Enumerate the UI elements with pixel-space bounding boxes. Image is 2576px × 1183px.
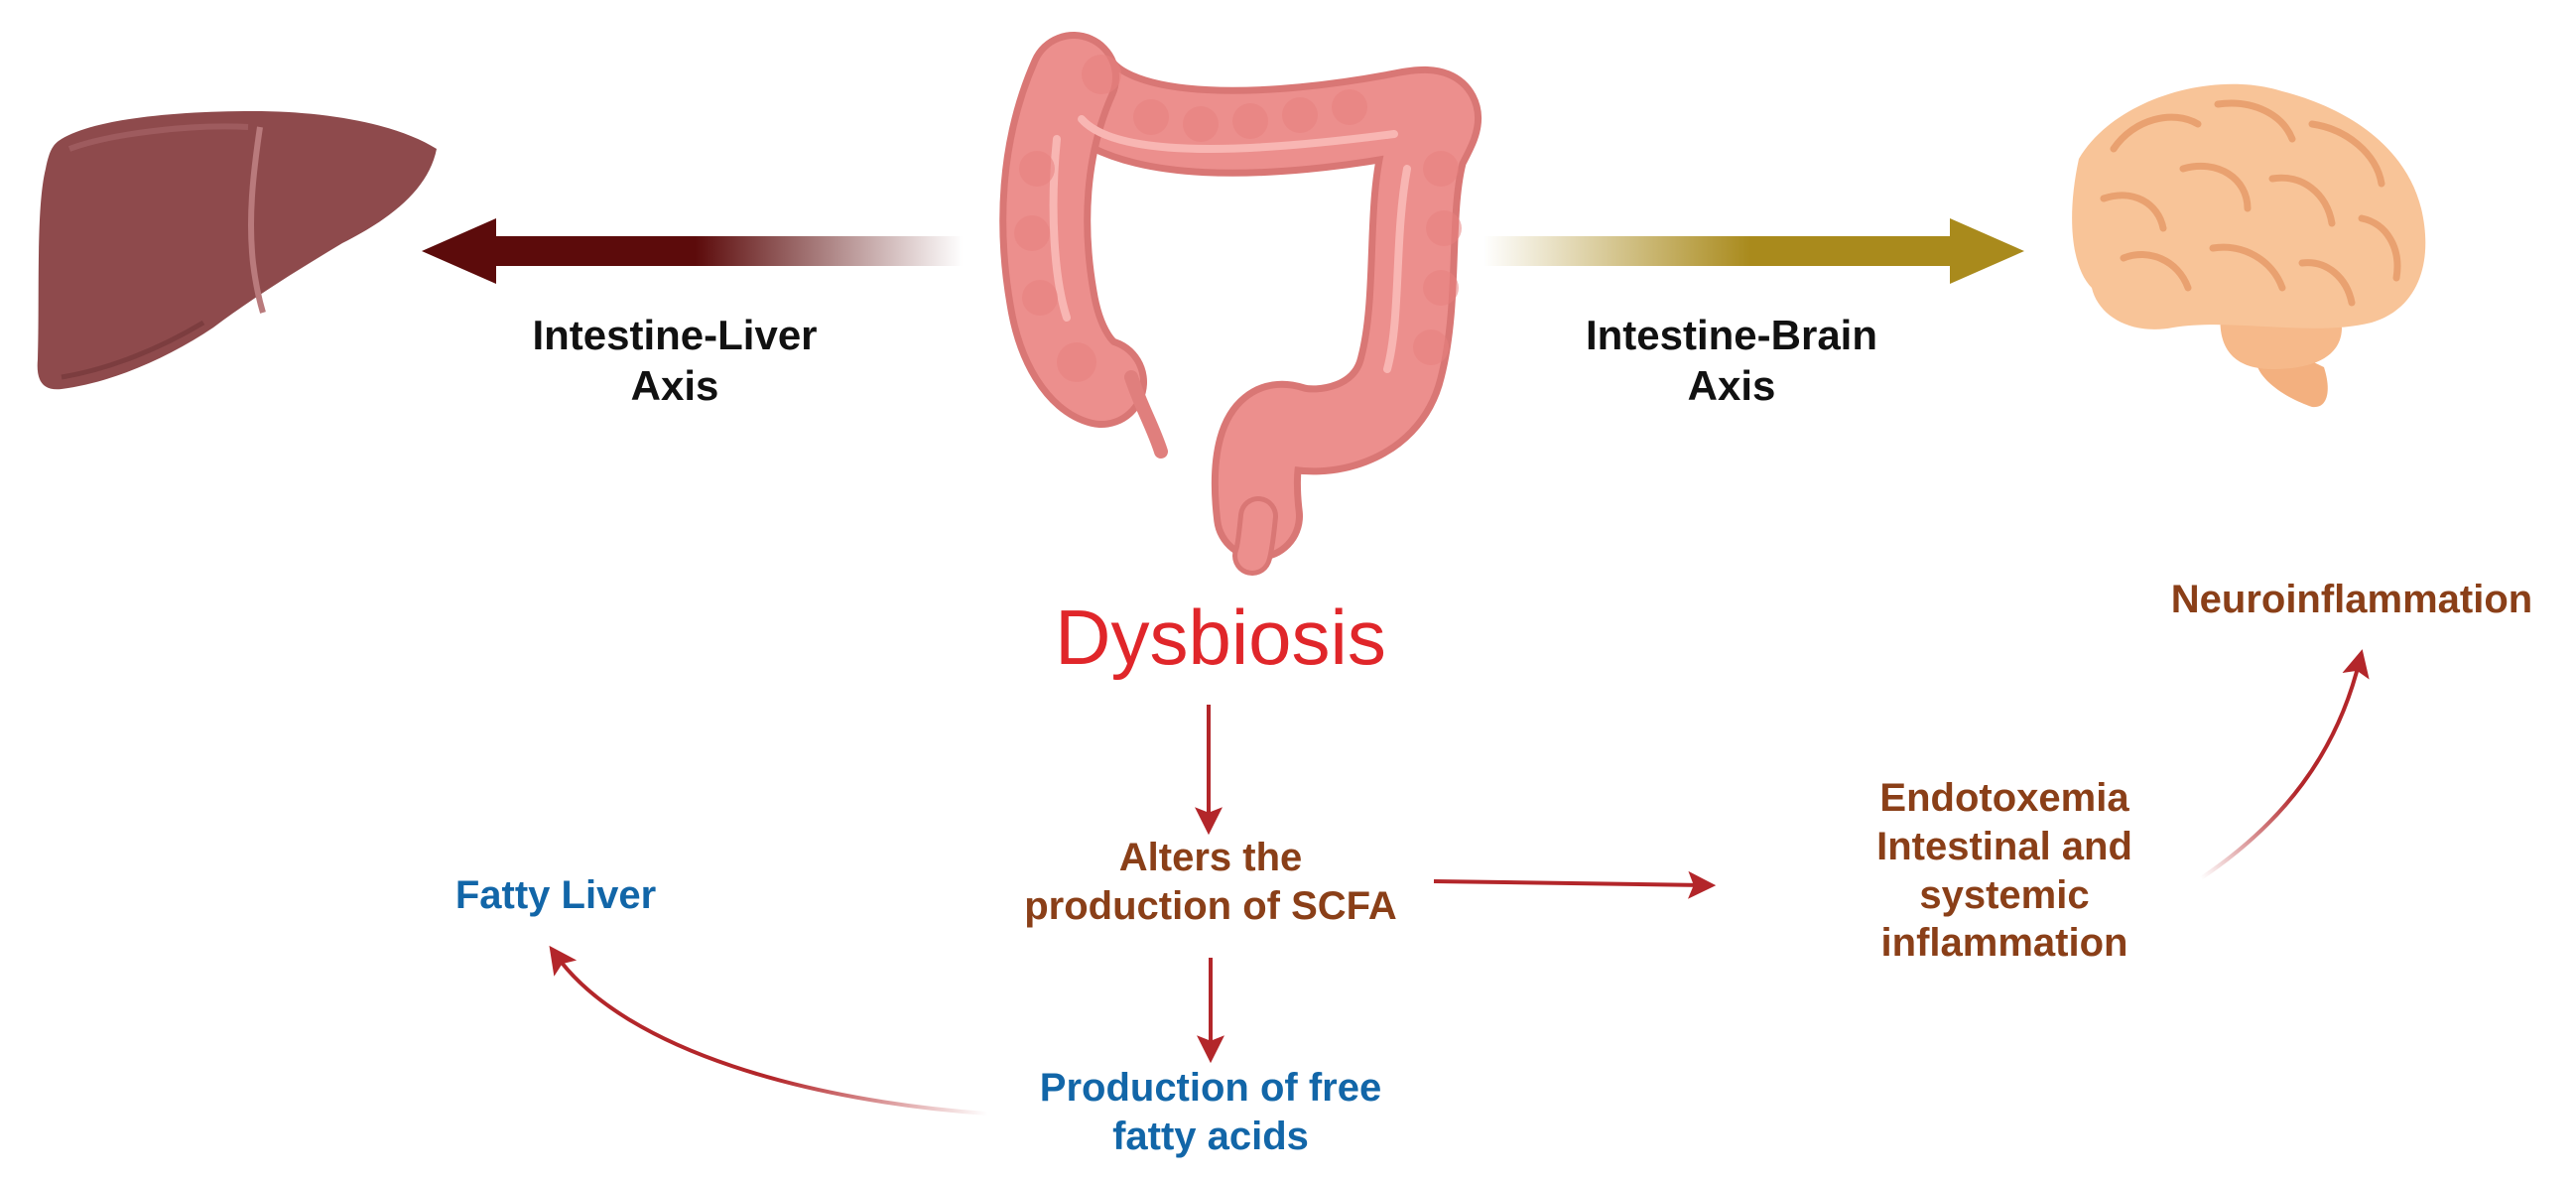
intestine-brain-axis-label: Intestine-Brain Axis (1533, 310, 1930, 411)
dysbiosis-title: Dysbiosis (1055, 593, 1386, 681)
endotoxemia-line2: Intestinal and (1876, 824, 2132, 868)
endotoxemia-line1: Endotoxemia (1879, 776, 2129, 820)
colon-haustra (1014, 55, 1462, 382)
arrow-ffa-to-fatty-liver (549, 945, 988, 1116)
arrow-scfa-to-endotoxemia (1433, 870, 1717, 899)
scfa-label: Alters the production of SCFA (963, 834, 1459, 931)
intestine-liver-axis-label: Intestine-Liver Axis (476, 310, 873, 411)
intestine-brain-axis-arrow-shaft (1483, 236, 1970, 266)
intestine-liver-axis-line2: Axis (630, 362, 719, 410)
intestine-liver-axis-arrowhead (422, 218, 496, 284)
ffa-line2: fatty acids (1112, 1114, 1309, 1158)
endotoxemia-label: Endotoxemia Intestinal and systemic infl… (1756, 774, 2253, 968)
brain-icon (2072, 83, 2426, 408)
intestine-brain-axis-line2: Axis (1687, 362, 1776, 410)
scfa-line2: production of SCFA (1024, 883, 1397, 928)
intestine-brain-axis-arrowhead (1950, 218, 2024, 284)
intestine-liver-axis-arrow-shaft (476, 236, 963, 266)
endotoxemia-line4: inflammation (1880, 921, 2128, 966)
fatty-liver-label: Fatty Liver (454, 873, 657, 917)
endotoxemia-line3: systemic (1919, 872, 2090, 917)
neuroinflammation-label: Neuroinflammation (2170, 578, 2533, 621)
scfa-line1: Alters the (1118, 836, 1303, 879)
arrow-endotoxemia-to-neuroinflammation (2199, 649, 2370, 880)
large-intestine-icon (999, 32, 1481, 576)
ffa-label: Production of free fatty acids (963, 1064, 1459, 1161)
liver-icon (37, 111, 437, 390)
intestine-liver-axis-line1: Intestine-Liver (532, 312, 818, 358)
ffa-line1: Production of free (1039, 1066, 1382, 1110)
intestine-brain-axis-line1: Intestine-Brain (1585, 312, 1878, 358)
